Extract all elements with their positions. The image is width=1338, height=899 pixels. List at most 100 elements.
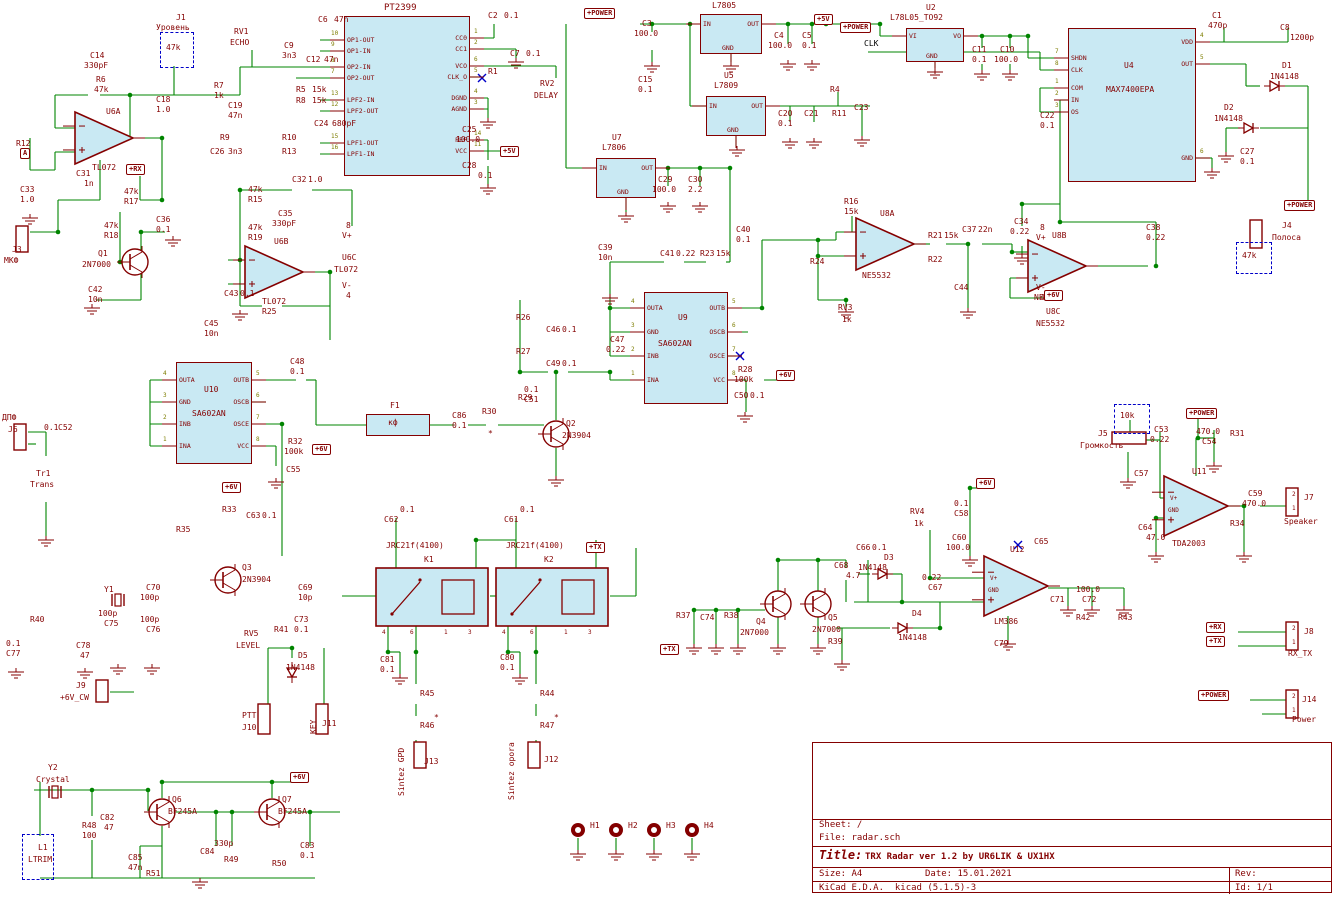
- schematic-label[interactable]: 100.0: [1076, 585, 1101, 594]
- schematic-label[interactable]: U8A: [880, 209, 895, 218]
- schematic-label[interactable]: R40: [30, 615, 45, 624]
- pin-name[interactable]: LPF2-OUT: [347, 107, 379, 115]
- schematic-label[interactable]: 47k: [248, 223, 263, 232]
- ic-u9-sa602an[interactable]: [644, 292, 728, 404]
- schematic-label[interactable]: 0.1: [400, 505, 415, 514]
- schematic-label[interactable]: C85: [128, 853, 143, 862]
- pin-name[interactable]: IN: [709, 102, 717, 110]
- power-flag-power[interactable]: +POWER: [840, 22, 872, 33]
- schematic-label[interactable]: C51: [524, 395, 539, 404]
- schematic-label[interactable]: R9: [220, 133, 230, 142]
- schematic-label[interactable]: R49: [224, 855, 239, 864]
- schematic-label[interactable]: 0.22: [1150, 435, 1170, 444]
- schematic-label[interactable]: K1: [424, 555, 434, 564]
- schematic-label[interactable]: L7805: [712, 1, 737, 10]
- schematic-label[interactable]: 2N7000: [82, 260, 111, 269]
- schematic-label[interactable]: C21: [804, 109, 819, 118]
- schematic-label[interactable]: R34: [1230, 519, 1245, 528]
- opamp-u8a[interactable]: [844, 216, 926, 272]
- power-flag-6v[interactable]: +6V: [290, 772, 309, 783]
- schematic-label[interactable]: C38: [1146, 223, 1161, 232]
- schematic-label[interactable]: C68: [834, 561, 849, 570]
- schematic-label[interactable]: V-: [1036, 283, 1046, 292]
- schematic-label[interactable]: Tr1: [36, 469, 51, 478]
- schematic-label[interactable]: 1k: [842, 315, 852, 324]
- schematic-label[interactable]: C47: [610, 335, 625, 344]
- opamp-u6b[interactable]: [233, 244, 315, 300]
- schematic-label[interactable]: Q3: [242, 563, 252, 572]
- ic-u10-sa602an[interactable]: [176, 362, 252, 464]
- schematic-label[interactable]: U8C: [1046, 307, 1061, 316]
- schematic-label[interactable]: C18: [156, 95, 171, 104]
- schematic-label[interactable]: C75: [104, 619, 119, 628]
- schematic-label[interactable]: C45: [204, 319, 219, 328]
- schematic-label[interactable]: U12: [1010, 545, 1025, 554]
- pin-name[interactable]: COM: [1071, 84, 1083, 92]
- schematic-label[interactable]: 0.1: [1240, 157, 1255, 166]
- pin-name[interactable]: OUT: [641, 164, 653, 172]
- schematic-label[interactable]: R30: [482, 407, 497, 416]
- schematic-label[interactable]: C46: [546, 325, 561, 334]
- schematic-label[interactable]: Q5: [828, 613, 838, 622]
- schematic-label[interactable]: C76: [146, 625, 161, 634]
- trimmer-outline[interactable]: [1236, 242, 1272, 274]
- schematic-label[interactable]: J7: [1304, 493, 1314, 502]
- schematic-label[interactable]: 2: [1292, 693, 1296, 700]
- schematic-label[interactable]: MAX7400EPA: [1106, 85, 1155, 94]
- pin-number[interactable]: 1: [631, 370, 635, 377]
- schematic-label[interactable]: SA602AN: [658, 339, 692, 348]
- schematic-label[interactable]: 1N4148: [1214, 114, 1243, 123]
- power-flag-6v[interactable]: +6V: [776, 370, 795, 381]
- power-flag-rx[interactable]: +RX: [1206, 622, 1225, 633]
- pin-number[interactable]: 8: [331, 57, 335, 64]
- schematic-label[interactable]: 100k: [734, 375, 754, 384]
- schematic-label[interactable]: C23: [854, 103, 869, 112]
- schematic-label[interactable]: 0.1: [562, 359, 577, 368]
- schematic-label[interactable]: R42: [1076, 613, 1091, 622]
- pin-number[interactable]: 10: [331, 30, 339, 37]
- schematic-label[interactable]: 1k: [214, 91, 224, 100]
- schematic-label[interactable]: C19: [228, 101, 243, 110]
- schematic-label[interactable]: Crystal: [36, 775, 70, 784]
- pin-number[interactable]: 3: [163, 392, 167, 399]
- schematic-label[interactable]: 8: [346, 221, 351, 230]
- schematic-label[interactable]: Q4: [756, 617, 766, 626]
- schematic-label[interactable]: J8: [1304, 627, 1314, 636]
- schematic-label[interactable]: R48: [82, 821, 97, 830]
- schematic-label[interactable]: 22n: [978, 225, 993, 234]
- schematic-label[interactable]: C30: [688, 175, 703, 184]
- schematic-label[interactable]: C84: [200, 847, 215, 856]
- schematic-label[interactable]: *: [554, 713, 559, 722]
- schematic-label[interactable]: 0.1: [638, 85, 653, 94]
- schematic-label[interactable]: J11: [322, 719, 337, 728]
- schematic-label[interactable]: K2: [544, 555, 554, 564]
- pin-name[interactable]: GND: [722, 44, 734, 52]
- schematic-label[interactable]: H2: [628, 821, 638, 830]
- pin-name[interactable]: CC0: [455, 34, 467, 42]
- schematic-label[interactable]: 470.0: [1242, 499, 1267, 508]
- schematic-label[interactable]: H1: [590, 821, 600, 830]
- schematic-label[interactable]: Trans: [30, 480, 55, 489]
- schematic-label[interactable]: U9: [678, 313, 688, 322]
- schematic-label[interactable]: J4: [1282, 221, 1292, 230]
- schematic-label[interactable]: 47k: [124, 187, 139, 196]
- schematic-label[interactable]: R28: [738, 365, 753, 374]
- schematic-label[interactable]: 15k: [944, 231, 959, 240]
- schematic-label[interactable]: 2N3904: [562, 431, 591, 440]
- schematic-label[interactable]: 15k: [312, 85, 327, 94]
- schematic-label[interactable]: 3n3: [228, 147, 243, 156]
- schematic-label[interactable]: V+: [990, 575, 998, 582]
- schematic-label[interactable]: 15k: [312, 96, 327, 105]
- ic-u2-l78l05[interactable]: [906, 28, 964, 62]
- schematic-label[interactable]: R7: [214, 81, 224, 90]
- pin-name[interactable]: LPF1-OUT: [347, 139, 379, 147]
- schematic-label[interactable]: R46: [420, 721, 435, 730]
- relay-k2[interactable]: [495, 567, 609, 627]
- schematic-label[interactable]: C54: [1202, 437, 1217, 446]
- schematic-label[interactable]: 0.1: [802, 41, 817, 50]
- schematic-label[interactable]: 4: [382, 629, 386, 636]
- schematic-label[interactable]: C80: [500, 653, 515, 662]
- schematic-label[interactable]: D3: [884, 553, 894, 562]
- schematic-label[interactable]: C33: [20, 185, 35, 194]
- schematic-label[interactable]: 47.0: [1146, 533, 1166, 542]
